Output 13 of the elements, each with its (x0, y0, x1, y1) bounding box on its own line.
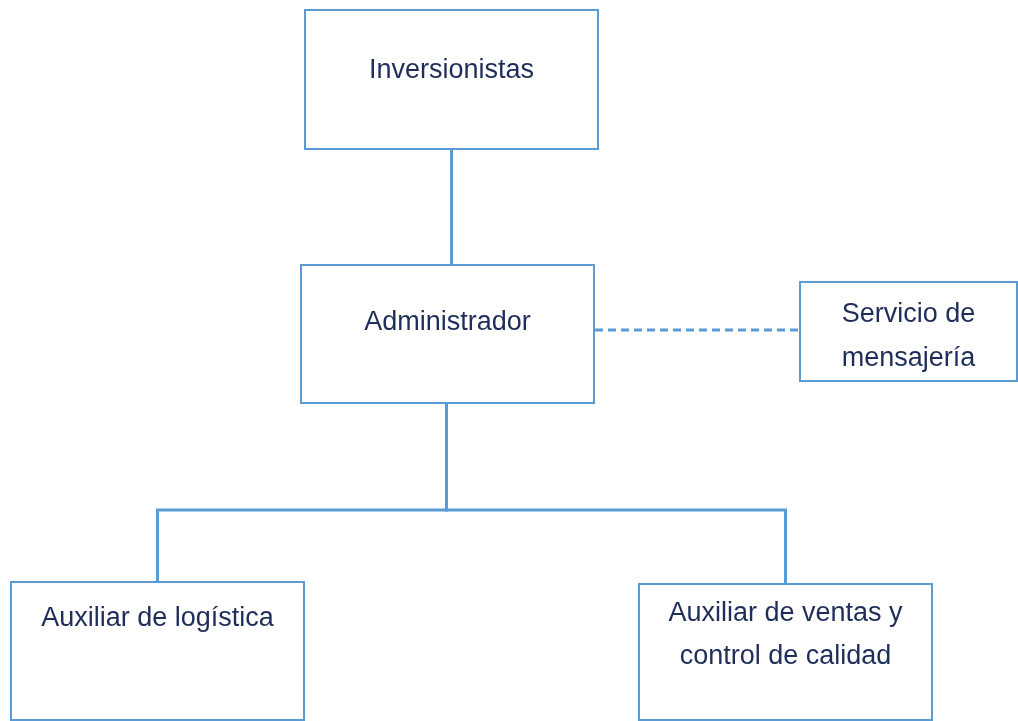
org-chart-box (10, 581, 305, 721)
connector-line (450, 150, 453, 264)
org-chart-box (638, 583, 933, 721)
dashed-connector-line (595, 328, 799, 332)
org-chart-box (799, 281, 1018, 382)
position-title: Auxiliar de ventas y control de calidad (667, 596, 904, 672)
position-title: Inversionistas (368, 53, 535, 86)
org-chart-box (300, 264, 595, 404)
position-title: Auxiliar de logística (41, 601, 274, 634)
position-title: Servicio de mensajería (840, 297, 977, 374)
connector-line (445, 404, 787, 583)
position-title: Administrador (364, 305, 531, 338)
org-chart-box (304, 9, 599, 150)
